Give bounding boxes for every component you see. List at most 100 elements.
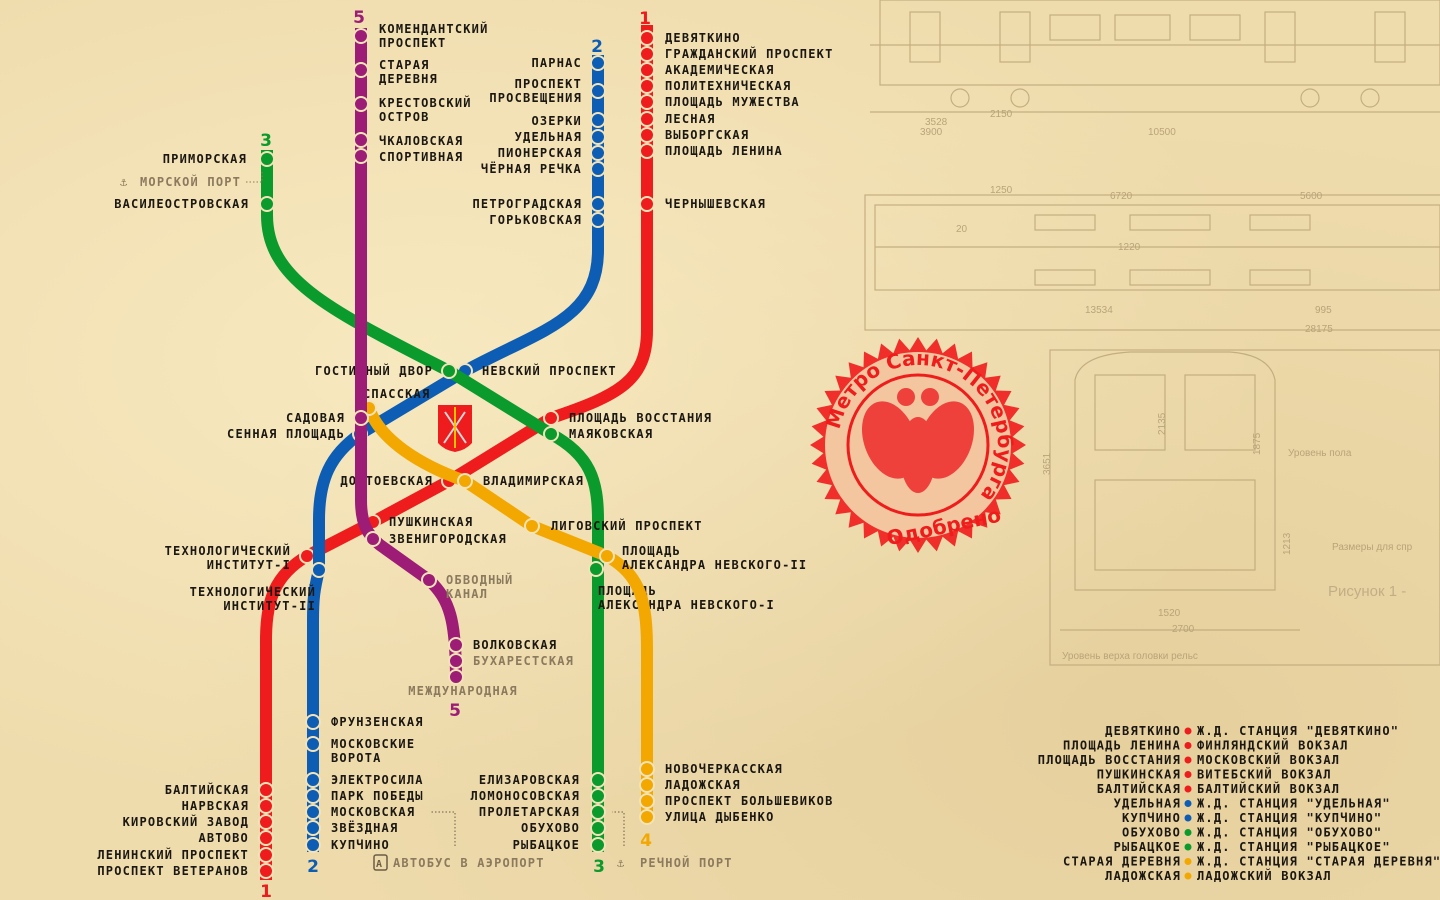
station-dot[interactable]	[639, 62, 655, 78]
station-dot[interactable]	[590, 820, 606, 836]
station[interactable]: ЛАДОЖСКАЯ	[639, 777, 741, 793]
station-dot[interactable]	[305, 837, 321, 853]
station[interactable]: ЛОМОНОСОВСКАЯ	[470, 788, 606, 804]
station-dot[interactable]	[305, 788, 321, 804]
station-dot[interactable]	[258, 830, 274, 846]
station-dot[interactable]	[305, 820, 321, 836]
station[interactable]: УДЕЛЬНАЯ	[515, 129, 606, 145]
station[interactable]: ВОЛКОВСКАЯ	[448, 637, 557, 653]
station-dot[interactable]	[639, 78, 655, 94]
station[interactable]: АКАДЕМИЧЕСКАЯ	[639, 62, 775, 78]
station[interactable]: ЛИГОВСКИЙ ПРОСПЕКТ	[524, 518, 703, 534]
station[interactable]: ПРОЛЕТАРСКАЯ	[479, 804, 606, 820]
station[interactable]: ЕЛИЗАРОВСКАЯ	[479, 772, 606, 788]
station[interactable]: ЧКАЛОВСКАЯ	[353, 132, 463, 148]
station-dot[interactable]	[639, 143, 655, 159]
station[interactable]: САДОВАЯ	[286, 410, 369, 426]
station-dot[interactable]	[543, 426, 559, 442]
station[interactable]: МОСКОВСКАЯ	[305, 804, 415, 820]
station-dot[interactable]	[590, 212, 606, 228]
station-dot[interactable]	[448, 653, 464, 669]
station-dot[interactable]	[448, 637, 464, 653]
station-dot[interactable]	[299, 548, 315, 564]
station[interactable]: НОВОЧЕРКАССКАЯ	[639, 761, 783, 777]
station-dot[interactable]	[457, 473, 473, 489]
station[interactable]: ПРОСПЕКТ БОЛЬШЕВИКОВ	[639, 793, 834, 809]
station[interactable]: ПОЛИТЕХНИЧЕСКАЯ	[639, 78, 791, 94]
station[interactable]: ОБУХОВО	[521, 820, 606, 836]
station[interactable]: БАЛТИЙСКАЯ	[165, 782, 274, 798]
river-port[interactable]: ⚓ РЕЧНОЙ ПОРТ	[612, 811, 733, 870]
station[interactable]: ЛЕНИНСКИЙ ПРОСПЕКТ	[97, 847, 274, 863]
station-dot[interactable]	[639, 111, 655, 127]
station[interactable]: ПЛОЩАДЬ МУЖЕСТВА	[639, 94, 800, 110]
station[interactable]: РЫБАЦКОЕ	[513, 837, 606, 853]
station[interactable]: ПАРНАС	[531, 55, 606, 71]
station[interactable]: АВТОВО	[198, 830, 274, 846]
station[interactable]: БУХАРЕСТСКАЯ	[448, 653, 574, 669]
station-dot[interactable]	[590, 112, 606, 128]
station-dot[interactable]	[590, 83, 606, 99]
station-dot[interactable]	[599, 548, 615, 564]
station[interactable]: ЛЕСНАЯ	[639, 111, 716, 127]
station-dot[interactable]	[590, 55, 606, 71]
station[interactable]: ГРАЖДАНСКИЙ ПРОСПЕКТ	[639, 46, 834, 62]
station-dot[interactable]	[353, 148, 369, 164]
station-dot[interactable]	[305, 804, 321, 820]
station[interactable]: НАРВСКАЯ	[182, 798, 274, 814]
station[interactable]: КИРОВСКИЙ ЗАВОД	[123, 814, 274, 830]
station-dot[interactable]	[639, 777, 655, 793]
station-dot[interactable]	[258, 847, 274, 863]
station[interactable]: ВЛАДИМИРСКАЯ	[457, 473, 584, 489]
station[interactable]: ФРУНЗЕНСКАЯ	[305, 714, 424, 730]
station[interactable]: ПИОНЕРСКАЯ	[498, 145, 606, 161]
airport-bus[interactable]: A АВТОБУС В АЭРОПОРТ	[373, 811, 545, 871]
station[interactable]: ЧЁРНАЯ РЕЧКА	[481, 161, 606, 177]
station-dot[interactable]	[590, 804, 606, 820]
station[interactable]: КУПЧИНО	[305, 837, 390, 853]
station-dot[interactable]	[639, 46, 655, 62]
station[interactable]: ЧЕРНЫШЕВСКАЯ	[639, 196, 766, 212]
station[interactable]: ВАСИЛЕОСТРОВСКАЯ	[114, 196, 275, 212]
station-dot[interactable]	[305, 772, 321, 788]
station-dot[interactable]	[590, 788, 606, 804]
station-dot[interactable]	[590, 145, 606, 161]
station-dot[interactable]	[590, 196, 606, 212]
station[interactable]: ДЕВЯТКИНО	[639, 30, 741, 46]
station-dot[interactable]	[590, 837, 606, 853]
station[interactable]: МЕЖДУНАРОДНАЯ	[408, 669, 518, 698]
station[interactable]: ПЛОЩАДЬ ВОССТАНИЯ	[543, 410, 712, 426]
station[interactable]: ГОСТИННЫЙ ДВОР	[315, 363, 457, 379]
station-dot[interactable]	[305, 736, 321, 752]
station-dot[interactable]	[258, 798, 274, 814]
station[interactable]: НЕВСКИЙ ПРОСПЕКТ	[457, 363, 617, 379]
station[interactable]: ЭЛЕКТРОСИЛА	[305, 772, 424, 788]
station-dot[interactable]	[258, 782, 274, 798]
station-dot[interactable]	[441, 363, 457, 379]
station-dot[interactable]	[639, 793, 655, 809]
station-dot[interactable]	[590, 129, 606, 145]
station-dot[interactable]	[639, 761, 655, 777]
station[interactable]: УЛИЦА ДЫБЕНКО	[639, 809, 775, 825]
station[interactable]: СПОРТИВНАЯ	[353, 148, 463, 164]
station[interactable]: ПАРК ПОБЕДЫ	[305, 788, 424, 804]
station-dot[interactable]	[259, 196, 275, 212]
station-dot[interactable]	[258, 863, 274, 879]
station-dot[interactable]	[311, 562, 327, 578]
station[interactable]: ПРИМОРСКАЯ	[163, 151, 275, 167]
station-dot[interactable]	[258, 814, 274, 830]
station-dot[interactable]	[305, 714, 321, 730]
station[interactable]: ПРОСПЕКТ ВЕТЕРАНОВ	[97, 863, 274, 879]
station[interactable]: ЗВЁЗДНАЯ	[305, 820, 398, 836]
station-dot[interactable]	[353, 62, 369, 78]
station-dot[interactable]	[365, 531, 381, 547]
station[interactable]: ПЕТРОГРАДСКАЯ	[472, 196, 606, 212]
